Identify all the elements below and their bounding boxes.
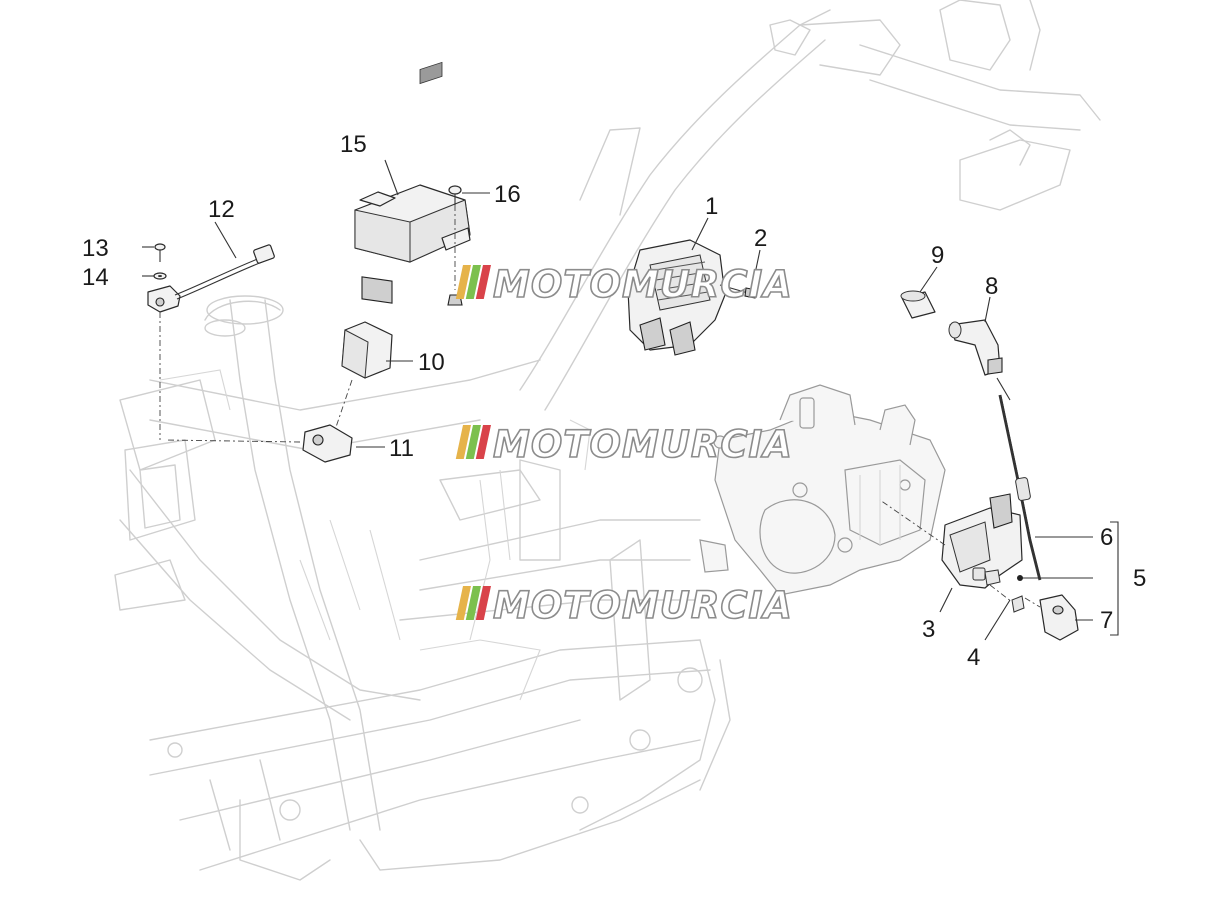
watermark-stripe [465,265,481,299]
watermark-stripe [455,265,471,299]
part-15-control-unit [354,61,471,304]
callout-16: 16 [494,181,521,208]
part-6-ht-lead [996,377,1043,581]
part-1-connector-module [627,239,757,356]
callout-5: 5 [1133,565,1146,592]
part-12-sensor-cable [147,244,275,313]
watermark-logo: MOTOMURCIA [455,262,793,307]
scooter-frame-ghost [114,0,1101,881]
callout-4: 4 [967,644,980,671]
watermark-stripe [475,265,491,299]
watermark-stripe [455,586,471,620]
callout-10: 10 [418,349,445,376]
part-8-plug-cap [948,319,1003,376]
callout-6: 6 [1100,524,1113,551]
part-11-rubber-holder [164,424,353,463]
callout-14: 14 [82,264,109,291]
part-3-ignition-coil [879,493,1023,589]
part-9-cap [900,290,936,319]
engine-block [699,384,946,596]
watermark-stripe [455,425,471,459]
watermark-stripe [475,425,491,459]
watermark-stripe [465,586,481,620]
part-13-screw [154,243,166,262]
callout-15: 15 [340,131,367,158]
watermark-text: MOTOMURCIA [493,584,793,627]
watermark-stripe [475,586,491,620]
part-10-relay [334,321,393,431]
callout-leaders [142,159,1119,641]
callout-13: 13 [82,235,109,262]
callout-2: 2 [754,225,767,252]
callout-8: 8 [985,273,998,300]
watermark-text: MOTOMURCIA [493,423,793,466]
watermark-stripe [465,425,481,459]
callout-1: 1 [705,193,718,220]
part-4-screw [984,569,1025,613]
part-7-plug-boot [1024,594,1079,641]
watermark-text: MOTOMURCIA [493,263,793,306]
callout-7: 7 [1100,607,1113,634]
watermark-logo: MOTOMURCIA [455,422,793,467]
callout-3: 3 [922,616,935,643]
callout-12: 12 [208,196,235,223]
watermark-logo: MOTOMURCIA [455,583,793,628]
callout-11: 11 [389,435,414,462]
callout-9: 9 [931,242,944,269]
callout-labels: 1 2 3 4 5 6 7 8 9 10 11 12 13 14 15 16 [82,131,1146,671]
